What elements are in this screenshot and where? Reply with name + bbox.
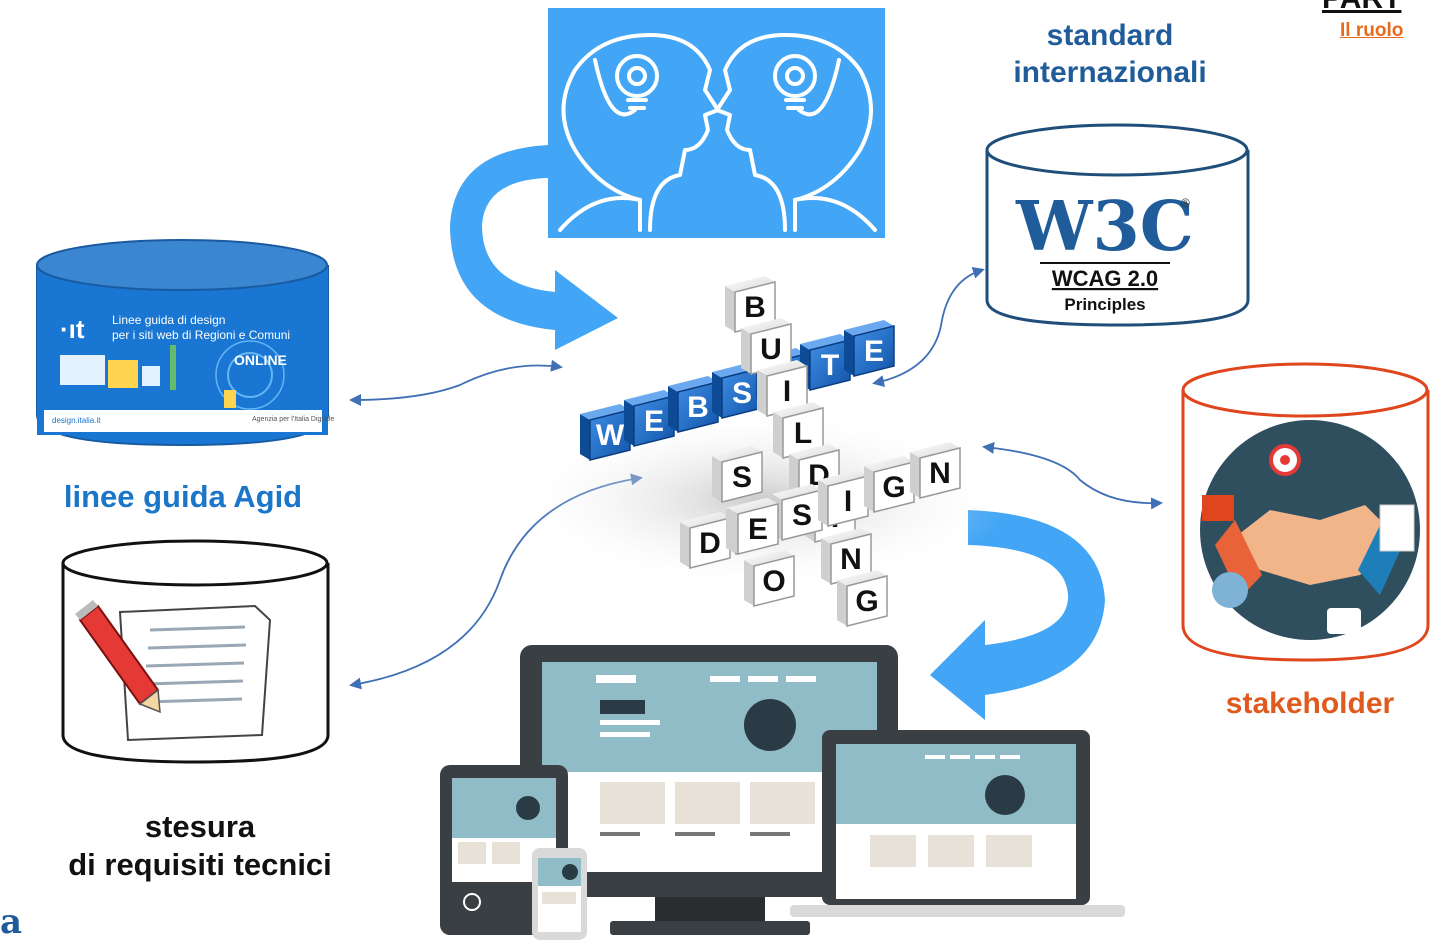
cube-seo-0: S (712, 446, 763, 503)
cube-building-2: I (757, 360, 808, 417)
stakeholder-cylinder (1181, 362, 1430, 662)
part-heading: PART (1322, 0, 1401, 16)
cube-design-3-letter: I (844, 485, 852, 518)
agid-online-badge: ONLINE (234, 352, 287, 368)
cube-design-4-letter: G (882, 471, 905, 504)
gear-icon (463, 893, 481, 911)
cube-design-5: N (910, 442, 961, 499)
w3c-standards-cylinder: W3C ® WCAG 2.0 Principles (985, 123, 1250, 327)
stakeholder-label: stakeholder (1225, 687, 1395, 720)
cube-building-6: N (821, 528, 872, 585)
cube-design-5-letter: N (929, 457, 951, 490)
cube-website-2: B (668, 376, 719, 433)
website-crossword: WEBSITEBUILDINGDESIGNSEO (510, 276, 1010, 627)
cube-website-6-letter: E (864, 335, 884, 368)
chat-bubble-icon (1327, 608, 1361, 634)
cube-seo-2: O (744, 550, 795, 607)
checklist-icon (1379, 504, 1415, 552)
standards-label: standard internazionali (980, 18, 1240, 91)
cube-seo-2-letter: O (762, 565, 785, 598)
handshake-icon (1225, 505, 1400, 585)
cube-building-0: B (725, 276, 776, 333)
cube-design-3: I (818, 470, 869, 527)
standards-label-line2: internazionali (1013, 55, 1207, 89)
agid-card-footer-org: Agenzia per l'Italia Digitale (252, 416, 335, 423)
agid-card-title-1: Linee guida di design (112, 313, 226, 327)
cube-building-1: U (741, 318, 792, 375)
responsive-devices-image (440, 645, 1125, 940)
cube-website-5-letter: T (821, 349, 839, 382)
cube-website-2-letter: B (687, 391, 709, 424)
flow-arrow-building-to-devices (930, 510, 1105, 720)
cube-website-0: W (580, 404, 631, 461)
requirements-cylinder (61, 539, 330, 764)
role-link[interactable]: Il ruolo (1340, 20, 1404, 41)
cube-building-0-letter: B (744, 291, 766, 324)
agid-label: linee guida Agid (63, 479, 303, 514)
cube-building-1-letter: U (760, 333, 782, 366)
agid-card-footer-url: design.italia.it (52, 416, 101, 425)
agid-guidelines-cylinder (36, 239, 329, 447)
pencil-icon (75, 600, 161, 714)
cube-design-2: S (772, 484, 823, 541)
thinking-heads-image (548, 8, 885, 238)
wcag-principles: Principles (1064, 295, 1145, 314)
cube-building-6-letter: N (840, 543, 862, 576)
cube-seo-0-letter: S (732, 461, 752, 494)
cube-website-1: E (624, 390, 675, 447)
cube-design-2-letter: S (792, 499, 812, 532)
flow-arrow-ideas-to-building (450, 145, 618, 350)
mail-icon (1202, 495, 1234, 521)
cube-building-2-letter: I (783, 375, 791, 408)
standards-label-line1: standard (1046, 19, 1174, 52)
cube-website-3: S (712, 362, 763, 419)
cube-design-0-letter: D (699, 527, 721, 560)
cube-building-7: G (837, 570, 888, 627)
requirements-label: stesura di requisiti tecnici (50, 808, 350, 884)
agid-card-title-2: per i siti web di Regioni e Comuni (112, 328, 291, 342)
connector-agid (349, 359, 563, 406)
agid-card-title: Linee guida di design per i siti web di … (112, 313, 290, 343)
cube-website-6: E (844, 320, 895, 377)
requirements-label-line1: stesura (144, 809, 256, 844)
cube-website-3-letter: S (732, 377, 752, 410)
connector-stakeholder (982, 441, 1163, 510)
mascot-letter: a (0, 902, 23, 942)
wcag-badge: WCAG 2.0 (1052, 266, 1158, 291)
w3c-logo: W3C (1015, 187, 1194, 267)
cube-building-3-letter: L (794, 417, 812, 450)
svg-text:®: ® (1181, 196, 1190, 210)
cube-building-7-letter: G (855, 585, 878, 618)
cube-website-1-letter: E (644, 405, 664, 438)
cube-design-4: G (864, 456, 915, 513)
globe-icon (1212, 572, 1248, 608)
globe-icon (744, 699, 796, 751)
it-logo: ·ıt (60, 314, 85, 344)
connector-w3c (872, 266, 985, 387)
cube-design-0: D (680, 512, 731, 569)
cube-seo-1-letter: E (748, 513, 768, 546)
cube-seo-1: E (728, 498, 779, 555)
requirements-label-line2: di requisiti tecnici (68, 846, 332, 882)
cube-website-0-letter: W (596, 419, 625, 452)
